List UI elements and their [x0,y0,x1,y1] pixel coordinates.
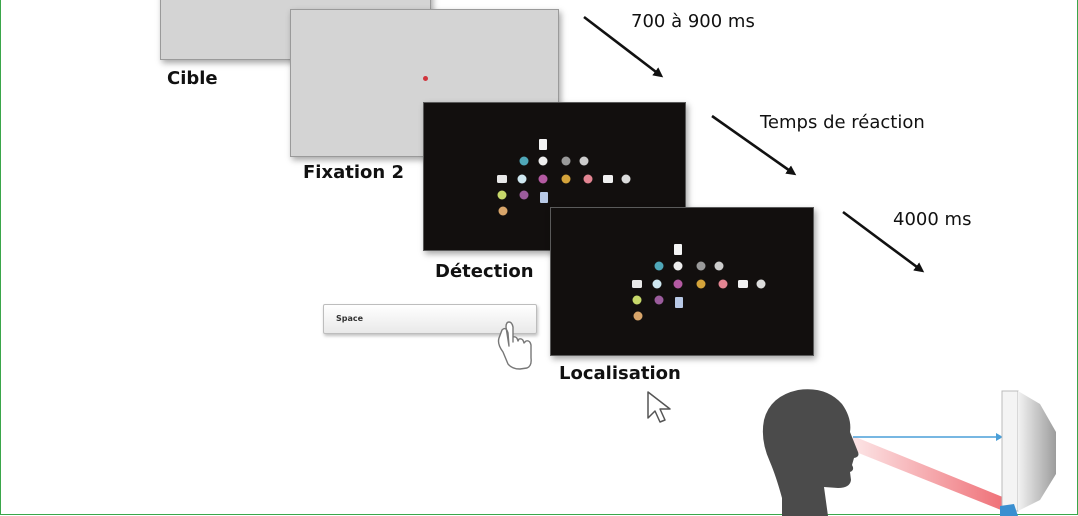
stimulus-item [497,190,507,200]
label-cible: Cible [167,68,218,89]
fixation-dot [423,76,428,81]
stimulus-item [603,175,613,183]
timing-reaction: Temps de réaction [760,112,925,133]
stimulus-item [497,175,507,183]
label-localisation: Localisation [559,363,681,384]
spacebar-label: Space [336,314,364,323]
stimulus-item [561,174,571,184]
stimulus-item [561,156,571,166]
stimulus-array-detection [497,139,631,216]
stimulus-item [674,244,682,255]
stimulus-item [756,279,766,289]
stimulus-item [654,295,664,305]
stimulus-item [696,279,706,289]
label-fixation-2: Fixation 2 [303,162,404,183]
stimulus-item [738,280,748,288]
stimulus-item [519,156,529,166]
spacebar-key: Space [323,304,537,334]
stimulus-item [675,297,683,308]
stimulus-item [498,206,508,216]
stimulus-item [632,295,642,305]
stimulus-item [696,261,706,271]
timing-4000: 4000 ms [893,209,972,230]
stimulus-item [621,174,631,184]
stimulus-item [673,279,683,289]
stimulus-item [632,280,642,288]
screen-localisation [550,207,814,356]
stimulus-item [718,279,728,289]
stimulus-item [519,190,529,200]
stimulus-item [539,139,547,150]
timing-700-900: 700 à 900 ms [631,11,755,32]
stimulus-item [583,174,593,184]
stimulus-item [652,279,662,289]
stimulus-array-localisation [632,244,766,321]
stimulus-item [673,261,683,271]
stimulus-item [538,156,548,166]
stimulus-item [633,311,643,321]
stimulus-item [517,174,527,184]
stimulus-item [538,174,548,184]
label-detection: Détection [435,261,534,282]
stimulus-item [579,156,589,166]
stimulus-item [540,192,548,203]
stimulus-item [654,261,664,271]
stimulus-item [714,261,724,271]
